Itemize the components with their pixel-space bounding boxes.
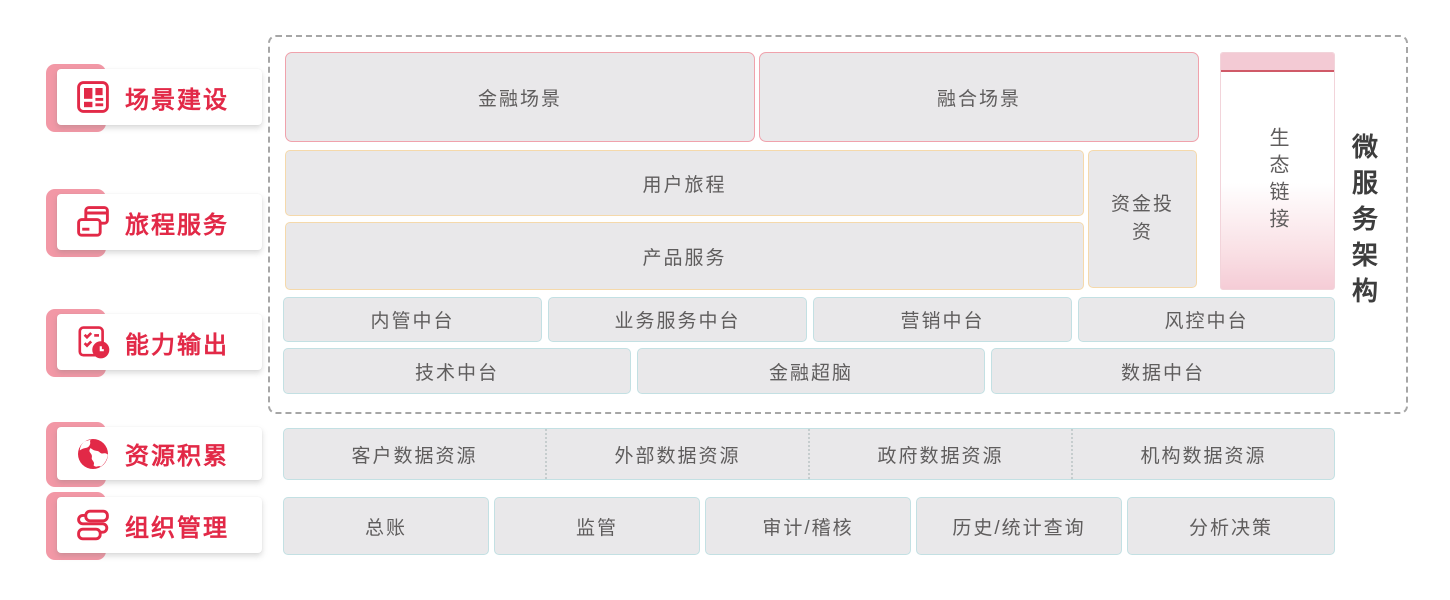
data-resources-row: 客户数据资源 外部数据资源 政府数据资源 机构数据资源: [283, 428, 1335, 480]
block-general-ledger: 总账: [283, 497, 489, 555]
sidebar-card: 组织管理: [57, 497, 262, 553]
sidebar-item-organization-management: 组织管理: [46, 492, 262, 560]
block-analysis-decision: 分析决策: [1127, 497, 1335, 555]
checklist-clock-icon: [75, 324, 111, 360]
block-history-stat-query: 历史/统计查询: [916, 497, 1122, 555]
sidebar-item-capability-output: 能力输出: [46, 309, 262, 377]
cards-icon: [75, 204, 111, 240]
sidebar-item-resource-accumulation: 资源积累: [46, 422, 262, 487]
block-regulation: 监管: [494, 497, 700, 555]
eco-link-header-strip: [1221, 53, 1334, 72]
block-risk-control-platform: 风控中台: [1078, 297, 1335, 342]
layout-grid-icon: [75, 79, 111, 115]
architecture-title: 微服务架构: [1348, 132, 1379, 313]
eco-link-label: 生态链接: [1266, 127, 1288, 235]
block-financial-superbrain: 金融超脑: [637, 348, 985, 394]
sidebar-item-label: 旅程服务: [125, 211, 229, 239]
sidebar-item-label: 组织管理: [125, 514, 229, 542]
globe-icon: [75, 436, 111, 472]
block-internal-mgmt-platform: 内管中台: [283, 297, 542, 342]
block-tech-platform: 技术中台: [283, 348, 631, 394]
sidebar-card: 资源积累: [57, 427, 262, 480]
block-business-service-platform: 业务服务中台: [548, 297, 807, 342]
block-audit: 审计/稽核: [705, 497, 911, 555]
block-marketing-platform: 营销中台: [813, 297, 1072, 342]
resource-institution-data: 机构数据资源: [1071, 429, 1334, 479]
resource-customer-data: 客户数据资源: [351, 445, 478, 467]
sidebar-item-journey-service: 旅程服务: [46, 189, 262, 257]
sidebar-item-label: 能力输出: [125, 331, 229, 359]
block-fusion-scene: 融合场景: [759, 52, 1199, 142]
sidebar-card: 旅程服务: [57, 194, 262, 250]
sidebar-item-label: 资源积累: [125, 443, 229, 470]
sidebar-item-scene-building: 场景建设: [46, 64, 262, 132]
block-fund-investment: 资金投资: [1088, 150, 1197, 288]
sidebar-card: 能力输出: [57, 314, 262, 370]
org-flow-icon: [75, 507, 111, 543]
sidebar-card: 场景建设: [57, 69, 262, 125]
block-eco-link: 生态链接: [1220, 52, 1335, 290]
sidebar-item-label: 场景建设: [125, 86, 229, 114]
block-financial-scene: 金融场景: [285, 52, 755, 142]
block-product-service: 产品服务: [285, 222, 1084, 290]
block-user-journey: 用户旅程: [285, 150, 1084, 216]
block-data-platform: 数据中台: [991, 348, 1335, 394]
resource-government-data: 政府数据资源: [808, 429, 1071, 479]
microservice-architecture-container: [268, 35, 1408, 414]
resource-external-data: 外部数据资源: [545, 429, 808, 479]
